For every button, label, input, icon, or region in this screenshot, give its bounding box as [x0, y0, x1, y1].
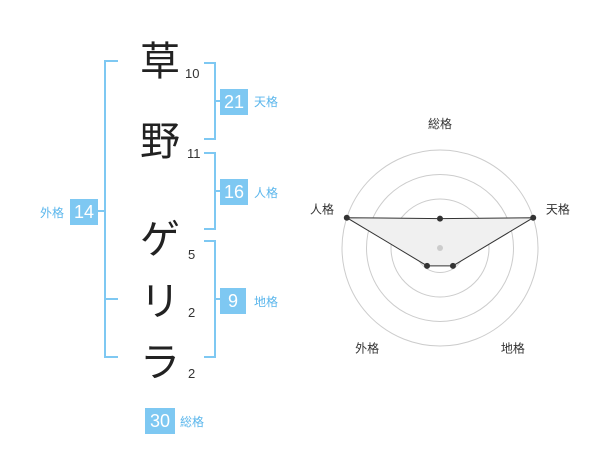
- gaikaku-tick-mid: [104, 298, 118, 300]
- tenkaku-value-badge: 21: [220, 89, 248, 115]
- stroke-count-1: 10: [185, 66, 200, 81]
- radar-point-5: [343, 214, 350, 221]
- name-char-4: リ: [140, 279, 180, 325]
- radar-point-3: [449, 262, 456, 269]
- stroke-count-2: 11: [187, 146, 201, 161]
- radar-point-4: [424, 262, 431, 269]
- radar-axis-label-2: 天格: [546, 202, 570, 217]
- gaikaku-label: 外格: [40, 206, 65, 220]
- gaikaku-bracket: [104, 60, 118, 358]
- radar-axis-label-4: 外格: [355, 340, 379, 355]
- radar-grid-ring: [390, 198, 490, 298]
- soukaku-label: 総格: [180, 415, 205, 429]
- radar-center-dot: [437, 245, 443, 251]
- soukaku-value-badge: 30: [145, 408, 175, 434]
- radar-point-1: [437, 215, 443, 222]
- stroke-count-5: 2: [188, 366, 196, 381]
- gaikaku-tick: [98, 210, 106, 212]
- name-char-3: ゲ: [140, 217, 180, 263]
- tenkaku-tick: [214, 100, 220, 102]
- gaikaku-value-badge: 14: [70, 199, 98, 225]
- name-char-5: ラ: [140, 340, 180, 386]
- chikaku-tick: [214, 298, 220, 300]
- chikaku-label: 地格: [254, 295, 279, 309]
- radar-grid-ring: [366, 174, 514, 322]
- radar-axis-label-1: 総格: [428, 116, 452, 131]
- radar-axis-label-3: 地格: [501, 340, 525, 355]
- chikaku-value-badge: 9: [220, 288, 246, 314]
- radar-series-area: [344, 217, 536, 267]
- name-char-2: 野: [140, 119, 180, 165]
- jinkaku-tick: [214, 190, 220, 192]
- radar-point-2: [530, 214, 537, 221]
- stroke-count-3: 5: [188, 247, 196, 262]
- radar-axis-label-5: 人格: [310, 202, 334, 217]
- jinkaku-value-badge: 16: [220, 179, 248, 205]
- stroke-count-4: 2: [188, 305, 196, 320]
- tenkaku-label: 天格: [254, 95, 279, 109]
- jinkaku-label: 人格: [254, 186, 279, 200]
- name-char-1: 草: [140, 39, 180, 85]
- radar-grid-ring: [341, 149, 539, 347]
